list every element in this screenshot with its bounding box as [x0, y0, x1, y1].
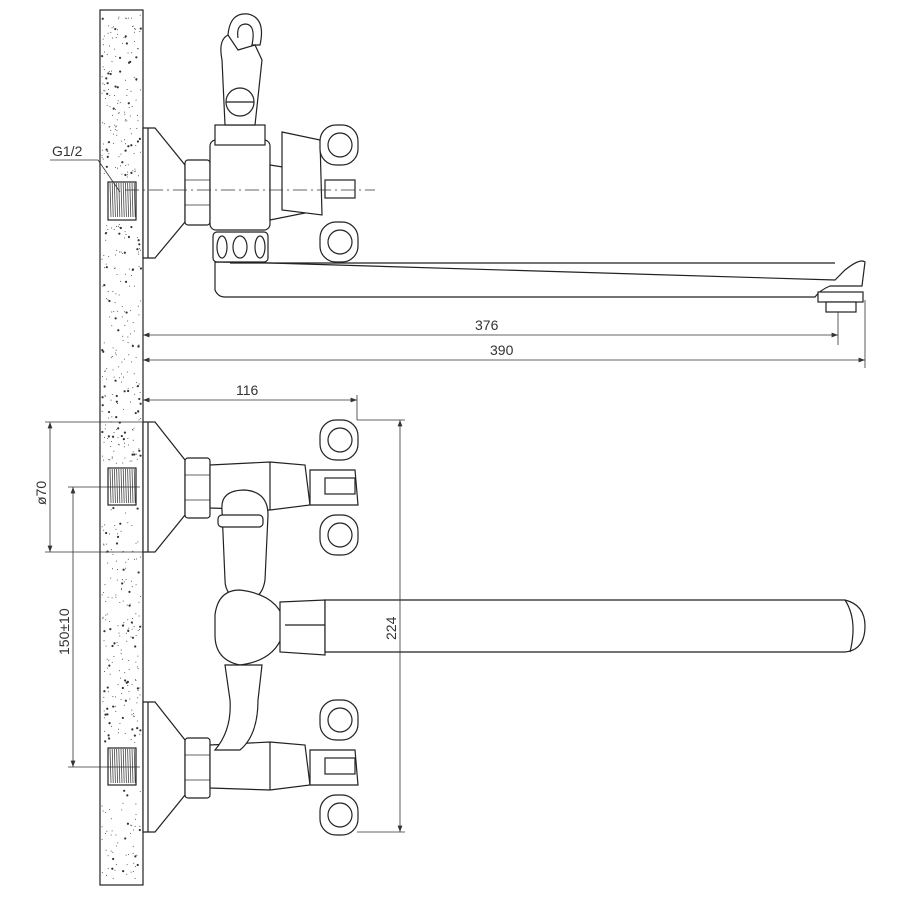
dim-376-label: 376: [475, 317, 499, 333]
dimension-diameter-70: ø70: [33, 421, 155, 553]
dimension-150: 150±10: [56, 486, 140, 768]
thread-bottom: [101, 746, 137, 786]
thread-label: G1/2: [52, 143, 83, 159]
wall-section: [99, 9, 144, 886]
thread-mid: [101, 466, 137, 506]
dim-d70-label: ø70: [33, 481, 49, 505]
dim-116-label: 116: [236, 382, 259, 398]
dimension-116: 116: [143, 382, 358, 420]
side-view-faucet: [125, 13, 866, 313]
thread-callout: G1/2: [50, 143, 121, 193]
dimension-376: 376: [143, 312, 839, 345]
dimension-390: 390: [143, 300, 866, 368]
dim-390-label: 390: [490, 342, 514, 358]
thread-top: [101, 180, 137, 222]
dimension-224: 224: [357, 419, 405, 833]
front-view-faucet: [142, 419, 866, 836]
dim-224-label: 224: [383, 616, 399, 640]
dim-150-label: 150±10: [56, 608, 72, 655]
